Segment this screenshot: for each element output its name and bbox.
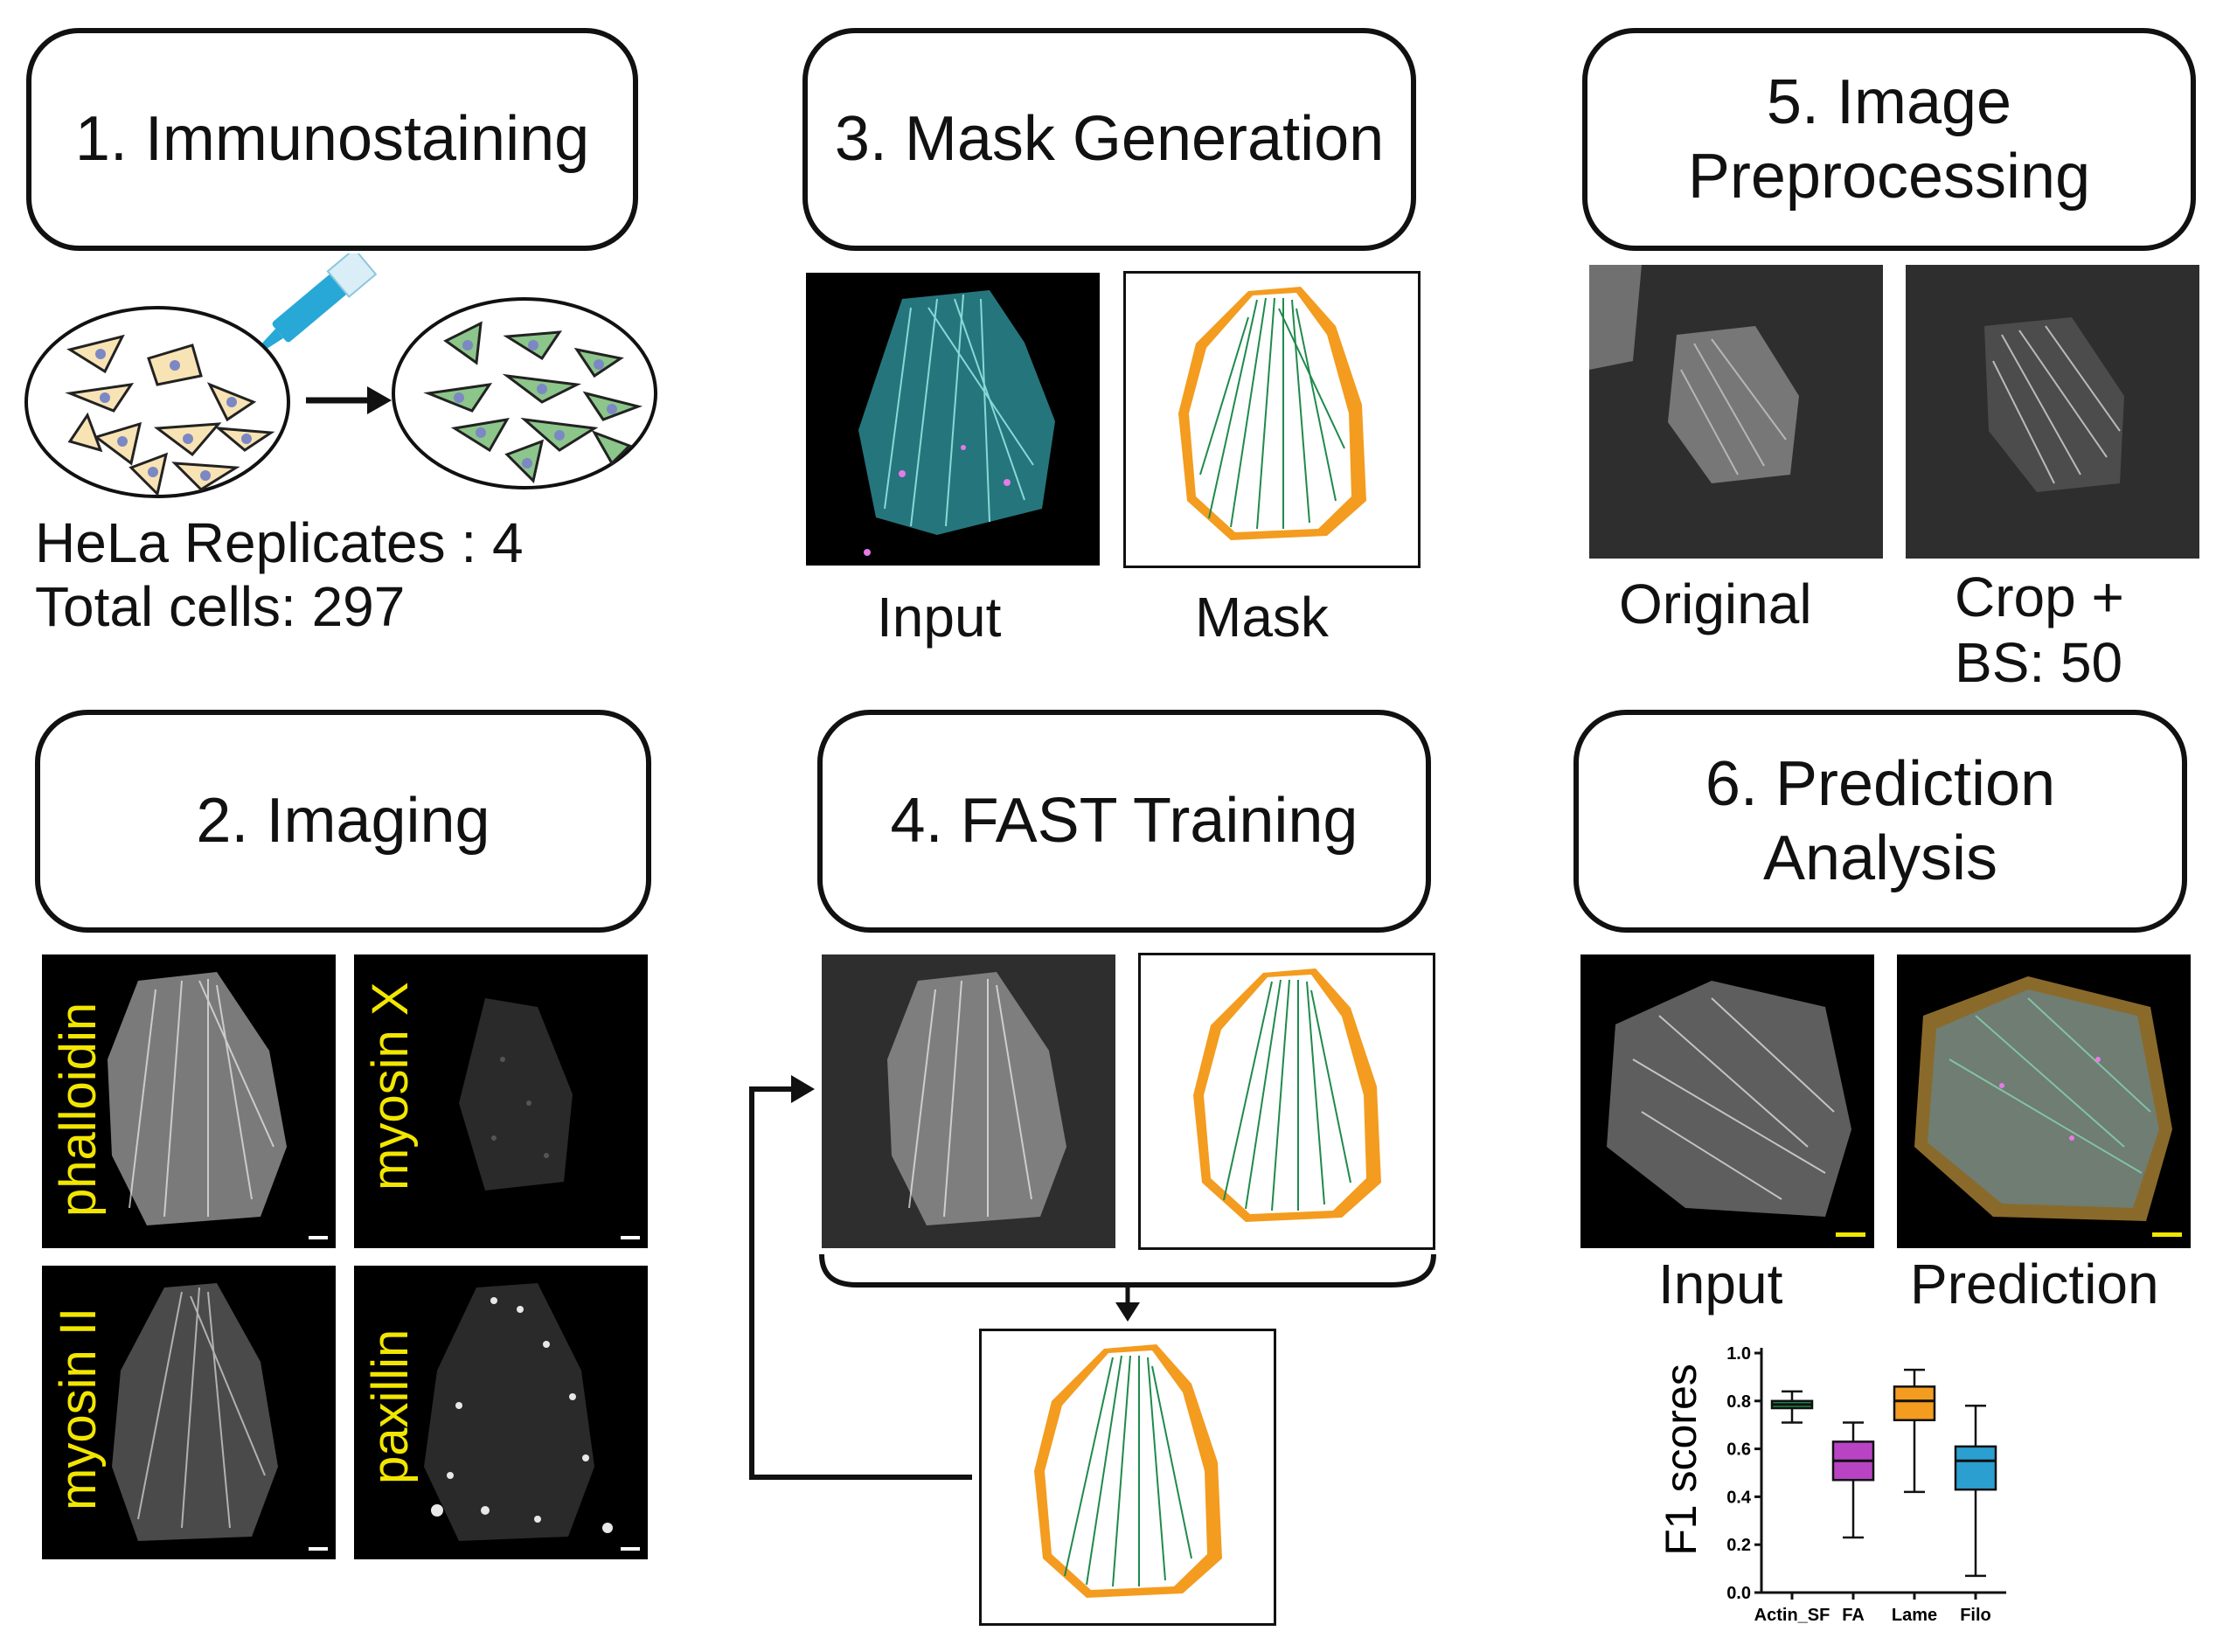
prediction-output-label: Prediction <box>1910 1253 2159 1315</box>
total-cells-label: Total cells: 297 <box>35 575 406 638</box>
boxplot-ylabel: F1 scores <box>1657 1364 1705 1556</box>
x-tick-label: Actin_SF <box>1754 1606 1830 1625</box>
training-output-image <box>979 1329 1276 1626</box>
channel-label-myosin-ii: myosin II <box>50 1307 107 1510</box>
step-6-title-line2: Analysis <box>1762 823 1998 893</box>
step-3-title: 3. Mask Generation <box>834 104 1385 175</box>
preprocess-original-image <box>1589 265 1883 559</box>
mask-input-image <box>806 273 1100 566</box>
y-tick-label: 0.2 <box>1726 1536 1751 1555</box>
replicates-label: HeLa Replicates : 4 <box>35 511 524 574</box>
box-filo <box>1954 1405 1997 1578</box>
channel-label-myosin-x: myosin X <box>362 982 419 1190</box>
box-fa <box>1831 1421 1875 1539</box>
channel-label-phalloidin: phalloidin <box>50 1002 107 1217</box>
box-iqr <box>1954 1445 1997 1491</box>
f1-score-boxplot: F1 scores 0.0 0.2 0.4 0.6 0.8 1.0 Actin_SF FA L… <box>1657 1344 2006 1625</box>
channel-label-paxillin: paxillin <box>362 1329 419 1484</box>
crop-label-line2: BS: 50 <box>1955 631 2123 694</box>
step-2-title: 2. Imaging <box>196 786 490 857</box>
x-tick-label: Filo <box>1960 1606 1991 1625</box>
box-iqr <box>1893 1385 1936 1421</box>
x-tick-label: FA <box>1842 1606 1865 1625</box>
step-5-title-line1: 5. Image <box>1766 66 2012 137</box>
y-tick-label: 1.0 <box>1726 1344 1751 1364</box>
step-4-title: 4. FAST Training <box>890 786 1358 857</box>
step-1-title: 1. Immunostaining <box>74 104 590 175</box>
x-tick-label: Lame <box>1892 1606 1937 1625</box>
step-5-box: 5. Image Preprocessing <box>1582 28 2196 251</box>
box-lame <box>1893 1368 1936 1494</box>
mask-input-label: Input <box>877 586 1002 649</box>
y-tick-label: 0.4 <box>1726 1488 1752 1507</box>
training-mask-image <box>1138 953 1435 1250</box>
unstained-cells <box>65 334 275 496</box>
y-tick-label: 0.0 <box>1726 1584 1751 1603</box>
step-5-title-line2: Preprocessing <box>1687 141 2091 212</box>
original-label: Original <box>1619 573 1812 635</box>
step-6-title-line1: 6. Prediction <box>1705 748 2056 819</box>
prediction-output-image <box>1897 954 2191 1248</box>
step-3-box: 3. Mask Generation <box>802 28 1416 251</box>
imaging-paxillin-image: paxillin <box>354 1266 648 1559</box>
prediction-input-image <box>1580 954 1874 1248</box>
step-2-box: 2. Imaging <box>35 710 651 933</box>
preprocess-crop-image <box>1906 265 2199 559</box>
step-6-box: 6. Prediction Analysis <box>1573 710 2187 933</box>
mask-output-image <box>1123 271 1421 568</box>
imaging-myosin-x-image: myosin X <box>354 954 648 1248</box>
training-input-image <box>822 954 1115 1248</box>
immunostaining-illustration <box>24 253 657 498</box>
mask-label: Mask <box>1195 586 1329 649</box>
box-actin-sf <box>1770 1390 1814 1424</box>
y-tick-label: 0.8 <box>1726 1392 1751 1412</box>
step-4-box: 4. FAST Training <box>817 710 1431 933</box>
prediction-input-label: Input <box>1658 1253 1783 1315</box>
imaging-phalloidin-image: phalloidin <box>42 954 336 1248</box>
step-1-box: 1. Immunostaining <box>26 28 638 251</box>
crop-label-line1: Crop + <box>1955 566 2124 628</box>
y-tick-label: 0.6 <box>1726 1440 1751 1460</box>
imaging-myosin-ii-image: myosin II <box>42 1266 336 1559</box>
